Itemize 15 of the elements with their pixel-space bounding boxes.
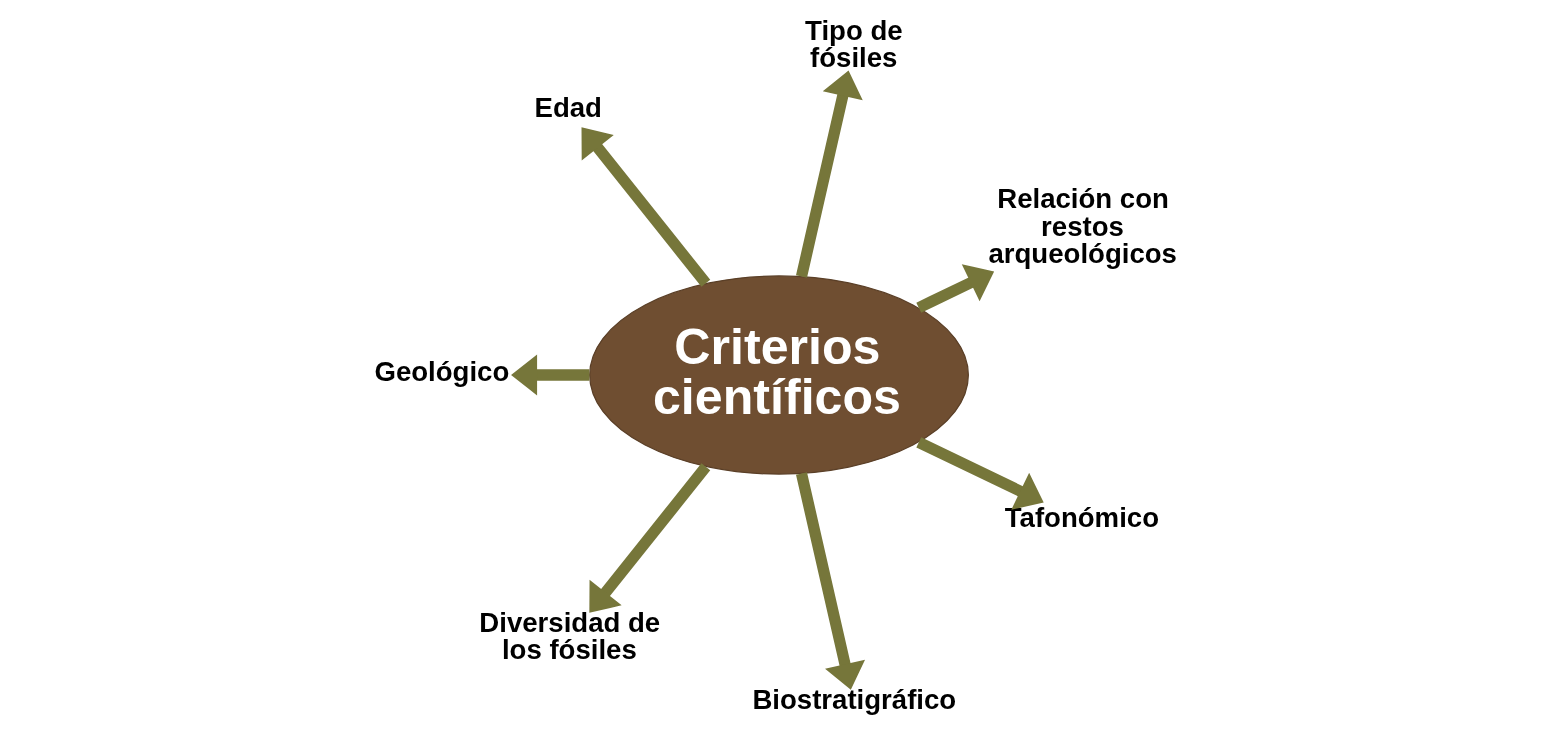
arrow bbox=[795, 471, 865, 690]
node-text: Biostratigráfico bbox=[751, 683, 956, 715]
arrow bbox=[581, 126, 710, 287]
arrow bbox=[795, 69, 863, 278]
node-text: Tipo de fósiles bbox=[804, 14, 903, 73]
arrow bbox=[588, 462, 710, 613]
node-text: Tafonómico bbox=[1004, 501, 1159, 533]
arrow bbox=[915, 436, 1044, 510]
node-text: Relación con restos arqueológicos bbox=[987, 182, 1177, 269]
node-text: Geológico bbox=[373, 355, 509, 387]
arrow bbox=[510, 354, 589, 396]
node-text: Edad bbox=[534, 91, 602, 123]
node-text: Diversidad de los fósiles bbox=[478, 606, 660, 665]
node-ellipse: Criterios científicos bbox=[588, 274, 969, 475]
arrow bbox=[915, 263, 994, 313]
